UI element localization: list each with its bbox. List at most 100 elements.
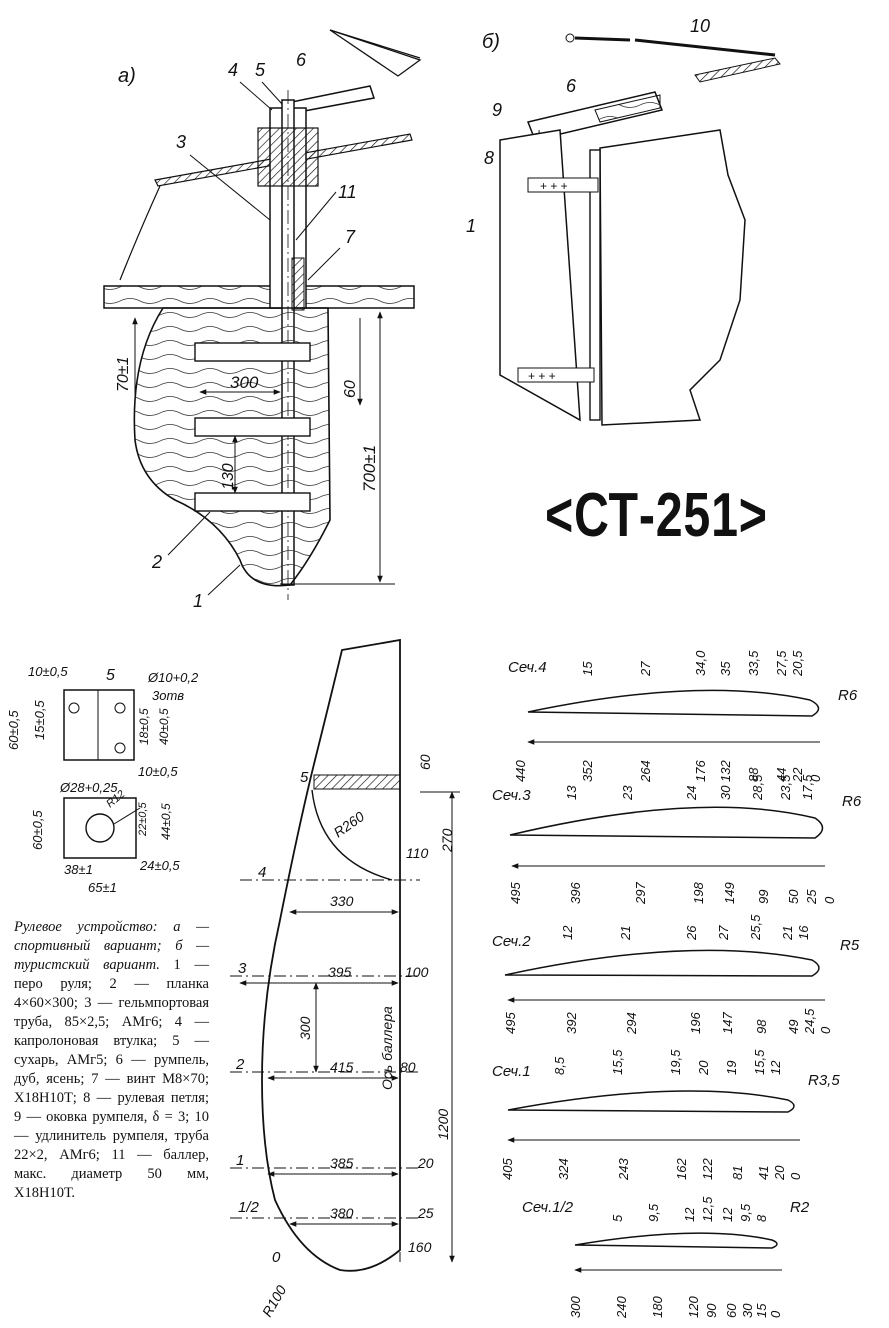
svg-text:0: 0 bbox=[818, 1026, 833, 1034]
svg-text:162: 162 bbox=[674, 1158, 689, 1180]
svg-text:22: 22 bbox=[790, 767, 805, 783]
svg-text:13: 13 bbox=[564, 785, 579, 800]
svg-text:0: 0 bbox=[272, 1249, 281, 1266]
svg-text:25: 25 bbox=[417, 1205, 434, 1221]
svg-text:22±0,5: 22±0,5 bbox=[137, 802, 149, 837]
svg-text:Ø10+0,2: Ø10+0,2 bbox=[147, 670, 199, 685]
svg-text:385: 385 bbox=[330, 1155, 354, 1171]
callout-1: 1 bbox=[193, 591, 203, 611]
svg-text:26: 26 bbox=[684, 925, 699, 941]
svg-text:5: 5 bbox=[300, 769, 309, 786]
svg-text:264: 264 bbox=[638, 760, 653, 783]
svg-text:9,5: 9,5 bbox=[646, 1203, 661, 1222]
svg-text:196: 196 bbox=[688, 1012, 703, 1034]
svg-text:27,5: 27,5 bbox=[774, 650, 789, 677]
svg-text:20: 20 bbox=[772, 1165, 787, 1181]
svg-text:25: 25 bbox=[804, 889, 819, 905]
svg-text:21: 21 bbox=[780, 926, 795, 941]
svg-text:35: 35 bbox=[718, 661, 733, 676]
svg-text:25,5: 25,5 bbox=[748, 914, 763, 941]
svg-text:60±0,5: 60±0,5 bbox=[30, 810, 45, 850]
svg-text:24±0,5: 24±0,5 bbox=[139, 858, 180, 873]
svg-text:99: 99 bbox=[756, 890, 771, 904]
svg-text:1200: 1200 bbox=[435, 1109, 451, 1140]
svg-text:294: 294 bbox=[624, 1012, 639, 1035]
svg-text:33,5: 33,5 bbox=[746, 650, 761, 676]
callout-9: 9 bbox=[492, 100, 502, 120]
callout-7: 7 bbox=[345, 227, 356, 247]
view-b-label: б) bbox=[482, 31, 500, 53]
svg-text:5: 5 bbox=[610, 1214, 625, 1222]
svg-text:395: 395 bbox=[328, 964, 352, 980]
part-5-drawing: 5 10±0,5 Ø10+0,2 3отв 60±0,5 15±0,5 18±0… bbox=[6, 664, 199, 779]
svg-text:10±0,5: 10±0,5 bbox=[138, 764, 178, 779]
svg-text:50: 50 bbox=[786, 889, 801, 904]
svg-text:20: 20 bbox=[696, 1060, 711, 1076]
svg-text:10±0,5: 10±0,5 bbox=[28, 664, 68, 679]
svg-text:122: 122 bbox=[700, 1158, 715, 1180]
svg-text:18±0,5: 18±0,5 bbox=[137, 708, 151, 745]
svg-text:392: 392 bbox=[564, 1012, 579, 1034]
svg-text:3отв: 3отв bbox=[152, 688, 184, 703]
svg-text:16: 16 bbox=[796, 925, 811, 940]
svg-text:8: 8 bbox=[754, 1214, 769, 1222]
caption-items: 1 — перо руля; 2 — планка 4×60×300; 3 — … bbox=[14, 957, 209, 1201]
svg-text:Сеч.4: Сеч.4 bbox=[508, 659, 547, 676]
svg-text:44±0,5: 44±0,5 bbox=[159, 803, 173, 840]
svg-text:17,5: 17,5 bbox=[800, 774, 815, 800]
svg-text:415: 415 bbox=[330, 1059, 354, 1075]
svg-text:160: 160 bbox=[408, 1239, 432, 1255]
svg-text:3: 3 bbox=[238, 960, 247, 977]
svg-text:98: 98 bbox=[754, 1019, 769, 1034]
rudder-plan: 5 4 3 2 1 1/2 0 60 R260 110 270 330 395 … bbox=[230, 638, 460, 1320]
callout-3: 3 bbox=[176, 132, 186, 152]
dim-130: 130 bbox=[220, 463, 237, 490]
callout-1b: 1 bbox=[466, 216, 476, 236]
svg-text:Сеч.1/2: Сеч.1/2 bbox=[522, 1199, 574, 1216]
svg-text:405: 405 bbox=[500, 1158, 515, 1180]
svg-text:0: 0 bbox=[768, 1310, 783, 1318]
svg-text:495: 495 bbox=[503, 1012, 518, 1034]
svg-text:0: 0 bbox=[788, 1172, 803, 1180]
svg-text:8,5: 8,5 bbox=[552, 1056, 567, 1075]
svg-text:243: 243 bbox=[616, 1158, 631, 1181]
svg-text:324: 324 bbox=[556, 1158, 571, 1180]
dim-300: 300 bbox=[230, 373, 259, 392]
svg-text:Сеч.2: Сеч.2 bbox=[492, 933, 531, 950]
svg-text:176: 176 bbox=[693, 760, 708, 782]
svg-text:90: 90 bbox=[704, 1303, 719, 1318]
svg-text:27: 27 bbox=[716, 925, 731, 941]
part-9-drawing: Ø28+0,25 R12 22±0,5 44±0,5 60±0,5 38±1 2… bbox=[30, 780, 180, 895]
svg-text:396: 396 bbox=[568, 882, 583, 904]
svg-text:R6: R6 bbox=[842, 793, 862, 810]
svg-text:120: 120 bbox=[686, 1296, 701, 1318]
svg-text:20,5: 20,5 bbox=[790, 650, 805, 677]
svg-text:80: 80 bbox=[400, 1059, 416, 1075]
svg-text:440: 440 bbox=[513, 760, 528, 782]
figure-caption: Рулевое устройство: а — спортивный вариа… bbox=[14, 918, 209, 1203]
svg-text:300: 300 bbox=[297, 1016, 313, 1040]
section-4: Сеч.4 R6 440 352 264 176 132 88 44 22 0 … bbox=[508, 650, 858, 783]
svg-text:19,5: 19,5 bbox=[668, 1049, 683, 1075]
svg-text:+ + +: + + + bbox=[540, 179, 568, 193]
svg-text:270: 270 bbox=[439, 828, 455, 853]
svg-text:12,5: 12,5 bbox=[700, 1196, 715, 1222]
svg-text:19: 19 bbox=[724, 1061, 739, 1075]
svg-text:147: 147 bbox=[720, 1012, 735, 1034]
svg-text:88: 88 bbox=[746, 767, 761, 782]
section-half: Сеч.1/2 R2 300 240 180 120 90 60 30 15 0… bbox=[522, 1196, 810, 1319]
svg-text:R5: R5 bbox=[840, 937, 860, 954]
svg-text:15: 15 bbox=[754, 1303, 769, 1318]
svg-text:12: 12 bbox=[768, 1060, 783, 1075]
view-b-touring-variant: б) + + + + + + + 10 6 9 8 1 bbox=[466, 16, 781, 426]
view-a-label: а) bbox=[118, 65, 136, 87]
caption-title: Рулевое устройство: а — спортивный вариа… bbox=[14, 919, 209, 973]
dim-70: 70±1 bbox=[115, 357, 132, 392]
svg-text:100: 100 bbox=[405, 964, 429, 980]
section-1: Сеч.1 R3,5 405 324 243 162 122 81 41 20 … bbox=[492, 1049, 840, 1181]
svg-text:12: 12 bbox=[560, 925, 575, 940]
svg-text:34,0: 34,0 bbox=[693, 650, 708, 676]
svg-text:110: 110 bbox=[406, 845, 429, 861]
section-3: Сеч.3 R6 495 396 297 198 149 99 50 25 0 … bbox=[492, 774, 862, 905]
